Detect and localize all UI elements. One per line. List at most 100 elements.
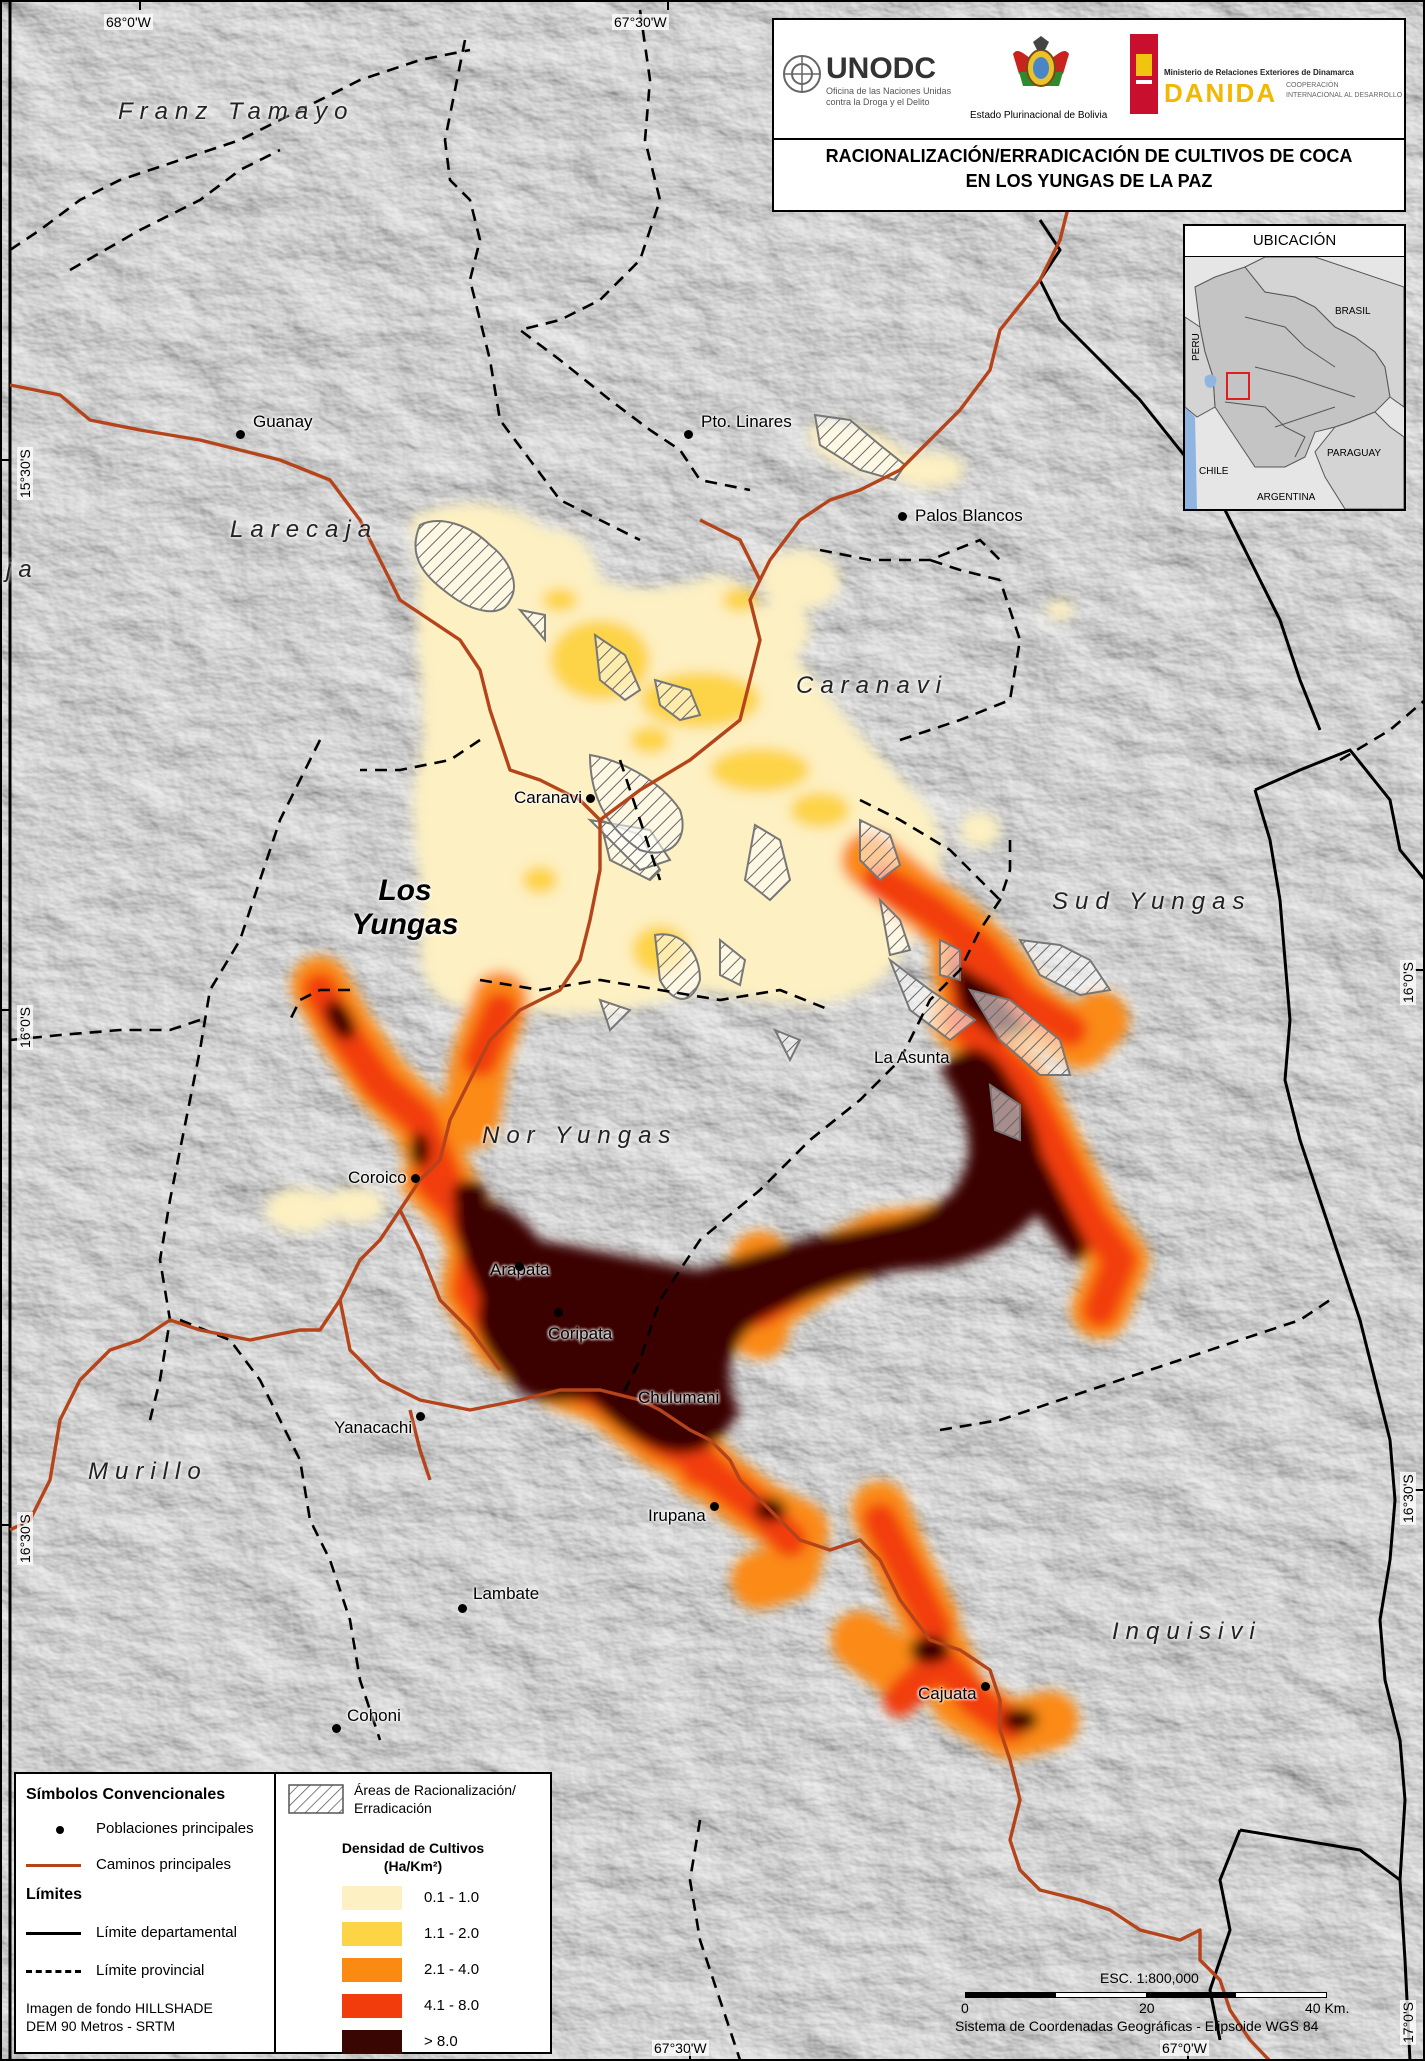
town-dot-icon: [980, 1682, 990, 1692]
bolivia-coat-of-arms-icon: [1013, 36, 1069, 87]
density-swatch-4: [342, 1994, 402, 2018]
density-swatch-5: [342, 2030, 402, 2054]
legend-density-title: Densidad de Cultivos: [341, 1840, 485, 1856]
legend-hatch-label-2: Erradicación: [354, 1800, 432, 1816]
coord-right-16s: 16°0'S: [1400, 960, 1416, 1005]
region-murillo: Murillo: [88, 1458, 208, 1485]
inset-label-paraguay: PARAGUAY: [1327, 448, 1382, 459]
prov-line-icon: [26, 1970, 81, 1973]
legend-density: Áreas de Racionalización/ Erradicación D…: [276, 1772, 552, 2054]
scale-tick-0: 0: [961, 2000, 969, 2016]
density-swatch-3: [342, 1958, 402, 1982]
place-guanay: Guanay: [236, 412, 313, 444]
legend-towns-label: Poblaciones principales: [96, 1820, 254, 1837]
scale-tick-40: 40 Km.: [1305, 2000, 1350, 2016]
legend-roads-label: Caminos principales: [96, 1856, 232, 1873]
inset-label-chile: CHILE: [1199, 466, 1229, 477]
coord-right-16-30s: 16°30'S: [1400, 1472, 1416, 1525]
town-dot-icon: [898, 512, 907, 522]
inset-label-brasil: BRASIL: [1335, 306, 1371, 317]
road-line-icon: [26, 1864, 81, 1867]
unodc-subtitle-1: Oficina de las Naciones Unidas: [826, 86, 952, 96]
region-caranavi: Caranavi: [796, 672, 949, 699]
legend-hatch-label-1: Áreas de Racionalización/: [354, 1782, 516, 1798]
town-dot-icon: [554, 1308, 563, 1317]
place-lambate: Lambate: [458, 1584, 539, 1618]
bolivia-caption: Estado Plurinacional de Bolivia: [970, 110, 1108, 121]
legend-limits-title: Límites: [26, 1886, 83, 1903]
density-label-1: 0.1 - 1.0: [424, 1889, 480, 1906]
location-inset: UBICACIÓN BRASIL PERU CHILE PARAGUAY ARG…: [1183, 224, 1406, 511]
region-nor-yungas: Nor Yungas: [482, 1122, 678, 1149]
town-dot-icon: [236, 430, 245, 440]
density-label-2: 1.1 - 2.0: [424, 1925, 480, 1942]
place-pto-linares: Pto. Linares: [684, 412, 792, 444]
coord-top-68w: 68°0'W: [104, 14, 153, 30]
unodc-subtitle-2: contra la Droga y el Delito: [826, 97, 930, 107]
scale-bar-graphic: [965, 1992, 1327, 1998]
town-dot-icon: [416, 1412, 426, 1422]
danida-logo-text: DANIDA: [1164, 78, 1278, 108]
legend-symbols-title: Símbolos Convencionales: [26, 1786, 226, 1803]
coord-left-16s: 16°0'S: [17, 1005, 33, 1050]
town-dot-icon: [586, 794, 596, 804]
danida-subtitle-1: COOPERACIÓN: [1286, 82, 1339, 89]
place-irupana: Irupana: [648, 1496, 719, 1525]
location-map: [1185, 257, 1404, 509]
density-swatch-1: [342, 1886, 402, 1910]
denmark-emblem-icon: [1130, 34, 1158, 114]
title-box: UNODC Oficina de las Naciones Unidas con…: [772, 18, 1406, 212]
provincial-boundaries: [9, 9, 1425, 2061]
map-title: RACIONALIZACIÓN/ERRADICACIÓN DE CULTIVOS…: [825, 146, 1353, 191]
crs-label: Sistema de Coordenadas Geográficas - Eli…: [955, 2018, 1319, 2034]
place-yanacachi: Yanacachi: [334, 1406, 426, 1437]
density-swatch-2: [342, 1922, 402, 1946]
legend-source-1: Imagen de fondo HILLSHADE: [26, 2000, 213, 2016]
coord-left-15-30s: 15°30'S: [17, 447, 33, 500]
eradication-areas: [414, 413, 1112, 1142]
ministry-caption: Ministerio de Relaciones Exteriores de D…: [1164, 68, 1354, 77]
town-dot-icon: [515, 1262, 524, 1271]
un-emblem-icon: [783, 55, 821, 93]
town-dot-icon: [709, 1502, 719, 1512]
town-dot-icon: [56, 1826, 64, 1834]
legend-dept-label: Límite departamental: [96, 1924, 237, 1941]
danida-subtitle-2: INTERNACIONAL AL DESARROLLO: [1286, 92, 1403, 99]
legend-prov-label: Límite provincial: [96, 1962, 205, 1979]
place-coroico: Coroico: [348, 1168, 420, 1188]
study-area-marker: [1226, 372, 1250, 400]
place-caranavi: Caranavi: [514, 788, 596, 808]
legend-source-2: DEM 90 Metros - SRTM: [26, 2018, 176, 2034]
place-la-asunta: La Asunta: [874, 1048, 950, 1067]
density-label-3: 2.1 - 4.0: [424, 1961, 480, 1978]
region-ja: ja: [6, 556, 39, 583]
place-cohoni: Cohoni: [332, 1706, 401, 1738]
logo-strip: UNODC Oficina de las Naciones Unidas con…: [774, 20, 1404, 140]
main-roads: [9, 159, 1272, 2061]
place-chulumani: Chulumani: [638, 1388, 720, 1407]
coord-right-17s: 17°0'S: [1400, 2000, 1416, 2045]
coord-top-67-30w: 67°30'W: [612, 14, 669, 30]
location-header: UBICACIÓN: [1185, 226, 1404, 257]
unodc-logo-text: UNODC: [826, 52, 936, 85]
scale-tick-20: 20: [1139, 2000, 1155, 2016]
region-sud-yungas: Sud Yungas: [1052, 888, 1252, 915]
hatch-swatch-icon: [288, 1784, 344, 1814]
legend-symbols: Símbolos Convencionales Poblaciones prin…: [14, 1772, 276, 2054]
region-inquisivi: Inquisivi: [1112, 1618, 1262, 1645]
scale-bar: ESC. 1:800,000 0 20 40 Km. Sistema de Co…: [955, 1970, 1375, 2050]
inset-label-argentina: ARGENTINA: [1257, 492, 1316, 503]
coord-bottom-67w: 67°0'W: [1160, 2040, 1209, 2056]
town-dot-icon: [332, 1724, 341, 1734]
region-larecaja: Larecaja: [230, 516, 379, 543]
scale-label: ESC. 1:800,000: [1100, 1970, 1199, 1986]
inset-label-peru: PERU: [1191, 333, 1202, 361]
density-label-5: > 8.0: [424, 2033, 458, 2050]
place-cajuata: Cajuata: [918, 1676, 990, 1703]
dept-line-icon: [26, 1932, 81, 1935]
region-los-yungas: Los Yungas: [351, 874, 459, 941]
density-label-4: 4.1 - 8.0: [424, 1997, 480, 2014]
region-franz-tamayo: Franz Tamayo: [118, 98, 355, 125]
place-coripata: Coripata: [548, 1324, 613, 1343]
